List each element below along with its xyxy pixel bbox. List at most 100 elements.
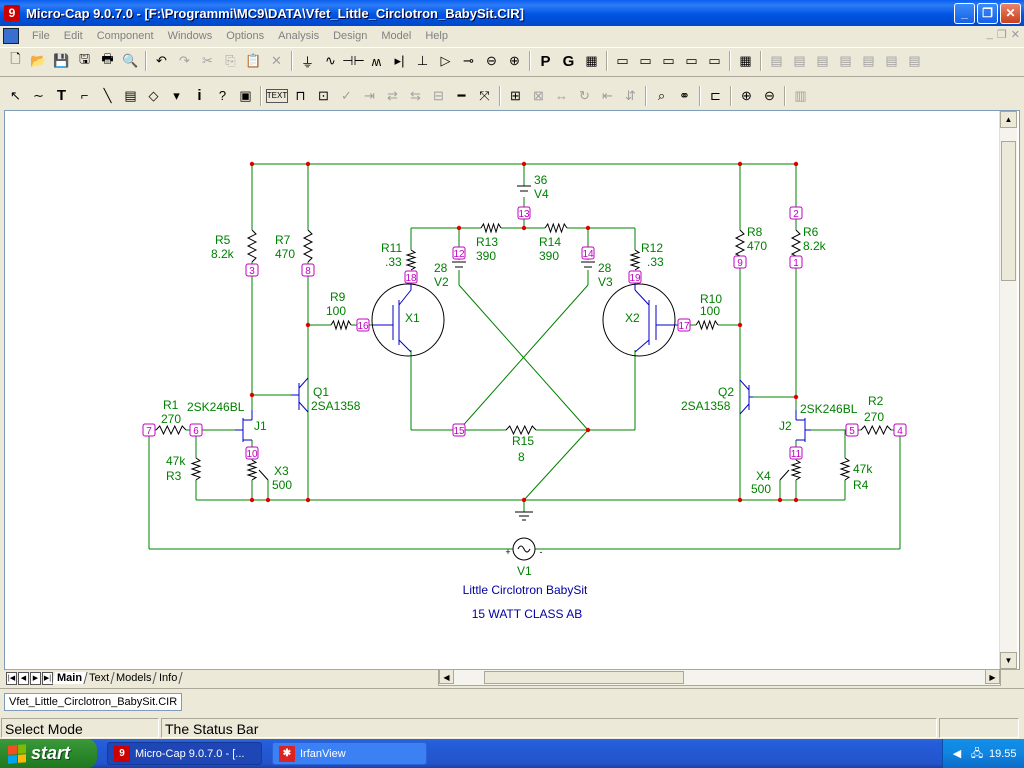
- calculator-icon[interactable]: ▦: [739, 53, 752, 68]
- ground-icon[interactable]: ⏚: [300, 54, 314, 70]
- app-icon[interactable]: 9: [4, 5, 20, 21]
- pin-icon[interactable]: ⊕: [509, 53, 520, 68]
- grid-icon[interactable]: ▤: [770, 53, 783, 68]
- wave-icon[interactable]: ▤: [793, 53, 806, 68]
- tab-models[interactable]: Models: [111, 672, 158, 684]
- menu-analysis[interactable]: Analysis: [278, 29, 320, 42]
- last-page-icon[interactable]: ▶|: [42, 671, 53, 685]
- document-icon[interactable]: [3, 27, 19, 44]
- attribute-icon[interactable]: ⊡: [318, 87, 329, 103]
- cursor-icon[interactable]: ▤: [816, 53, 829, 68]
- point-icon[interactable]: ▣: [239, 87, 252, 103]
- scroll-right-icon[interactable]: ▶: [985, 669, 1000, 684]
- overlap-icon[interactable]: ▭: [708, 53, 721, 68]
- toolbar-letter-p[interactable]: P: [540, 52, 551, 70]
- orthogonal-wire-icon[interactable]: ⌐: [80, 88, 89, 103]
- text-tool-icon[interactable]: T: [56, 87, 67, 104]
- mirror-icon[interactable]: ⇆: [410, 87, 421, 103]
- mdi-minimize-icon[interactable]: _: [986, 28, 993, 40]
- delete-icon[interactable]: ✕: [271, 53, 282, 68]
- vertical-scroll-thumb[interactable]: [1001, 141, 1016, 281]
- prev-page-icon[interactable]: ◀: [18, 671, 29, 685]
- vt-icon[interactable]: ▤: [885, 53, 898, 68]
- shapes-icon[interactable]: ◇: [148, 87, 159, 103]
- analysis-window-icon[interactable]: ▦: [585, 53, 598, 68]
- frame-icon[interactable]: ▤: [908, 53, 921, 68]
- line-icon[interactable]: ╲: [103, 87, 112, 103]
- node-names-icon[interactable]: ⊓: [295, 87, 306, 103]
- stretch-icon[interactable]: ↔: [555, 88, 568, 103]
- capacitor-icon[interactable]: ⊣⊢: [342, 53, 365, 68]
- vertical-scrollbar[interactable]: ▲ ▼: [999, 111, 1017, 669]
- rotate-icon[interactable]: ↻: [579, 87, 590, 103]
- pen-icon[interactable]: ▤: [839, 53, 852, 68]
- info-icon[interactable]: i: [197, 87, 202, 104]
- flip-icon[interactable]: ⇥: [364, 87, 375, 103]
- diode-icon[interactable]: ▸|: [394, 53, 405, 68]
- window-icon[interactable]: ▭: [685, 53, 698, 68]
- text-toggle-icon[interactable]: TEXT: [266, 88, 288, 103]
- new-icon[interactable]: 🗋: [10, 51, 21, 66]
- toolbar-letter-g[interactable]: G: [562, 52, 575, 70]
- menu-component[interactable]: Component: [96, 29, 154, 42]
- start-button[interactable]: start: [0, 739, 97, 768]
- menu-edit[interactable]: Edit: [63, 29, 83, 42]
- zoom-out-icon[interactable]: ⊖: [764, 87, 775, 103]
- minimize-button[interactable]: _: [954, 3, 975, 24]
- tab-main[interactable]: Main: [52, 672, 88, 684]
- scroll-up-icon[interactable]: ▲: [1000, 111, 1017, 128]
- resistor-icon[interactable]: ∿: [325, 53, 336, 68]
- select-arrow-icon[interactable]: ↖: [10, 87, 21, 103]
- transistor-icon[interactable]: ⊸: [463, 53, 474, 68]
- horizontal-line-icon[interactable]: ━: [457, 87, 466, 103]
- cascade-icon[interactable]: ▭: [662, 53, 675, 68]
- menu-design[interactable]: Design: [333, 29, 368, 42]
- find-icon[interactable]: ⌕: [657, 87, 666, 103]
- component-panel-icon[interactable]: ⊏: [710, 87, 721, 103]
- binoculars-icon[interactable]: ⚭: [679, 87, 690, 103]
- cut-icon[interactable]: ✂: [202, 53, 213, 68]
- save-icon[interactable]: 💾: [53, 53, 70, 68]
- opamp-icon[interactable]: ▷: [440, 53, 451, 68]
- tab-text[interactable]: Text: [84, 672, 115, 684]
- print-preview-icon[interactable]: 🔍: [122, 53, 139, 68]
- tray-arrow-icon[interactable]: ◀: [952, 747, 962, 760]
- redo-icon[interactable]: ↷: [179, 53, 190, 68]
- switch-icon[interactable]: ⊖: [486, 53, 497, 68]
- menu-options[interactable]: Options: [226, 29, 265, 42]
- mdi-close-icon[interactable]: ✕: [1010, 29, 1020, 41]
- battery-icon[interactable]: ⊥: [416, 53, 429, 68]
- close-button[interactable]: ✕: [1000, 3, 1021, 24]
- probe-icon[interactable]: ⤧: [479, 87, 490, 103]
- mdi-restore-icon[interactable]: ❐: [996, 29, 1007, 41]
- wire-icon[interactable]: ∼: [33, 87, 44, 103]
- check-icon[interactable]: ✓: [341, 87, 352, 103]
- network-icon[interactable]: 🖧: [970, 747, 984, 760]
- undo-icon[interactable]: ↶: [156, 53, 167, 68]
- maximize-button[interactable]: ❐: [977, 3, 998, 24]
- library-icon[interactable]: ▥: [794, 87, 807, 103]
- inductor-icon[interactable]: ʍ: [371, 53, 382, 69]
- properties-icon[interactable]: ⊞: [510, 87, 521, 103]
- scroll-left-icon[interactable]: ◀: [439, 669, 454, 684]
- align-icon[interactable]: ⊟: [433, 87, 444, 103]
- copy-icon[interactable]: ⎘: [225, 53, 236, 68]
- pin-tool-icon[interactable]: ⇵: [625, 87, 636, 103]
- next-page-icon[interactable]: ▶: [30, 671, 41, 685]
- group-icon[interactable]: ⊠: [533, 87, 544, 103]
- task-irfanview[interactable]: ✱ IrfanView: [272, 742, 427, 765]
- info-card-icon[interactable]: ▤: [124, 87, 137, 103]
- horizontal-scrollbar[interactable]: ◀ ▶: [438, 669, 1001, 686]
- scroll-down-icon[interactable]: ▼: [1000, 652, 1017, 669]
- move-icon[interactable]: ⇄: [387, 87, 398, 103]
- open-icon[interactable]: 📂: [30, 53, 47, 68]
- paste-icon[interactable]: 📋: [245, 53, 262, 68]
- tile-vertical-icon[interactable]: ▭: [639, 53, 652, 68]
- menu-model[interactable]: Model: [381, 29, 412, 42]
- menu-file[interactable]: File: [32, 29, 50, 42]
- tile-horizontal-icon[interactable]: ▭: [616, 53, 629, 68]
- tab-info[interactable]: Info: [154, 672, 183, 684]
- print-icon[interactable]: 🖶: [101, 51, 114, 66]
- horizontal-scroll-thumb[interactable]: [484, 671, 684, 684]
- help-query-icon[interactable]: ?: [218, 88, 227, 103]
